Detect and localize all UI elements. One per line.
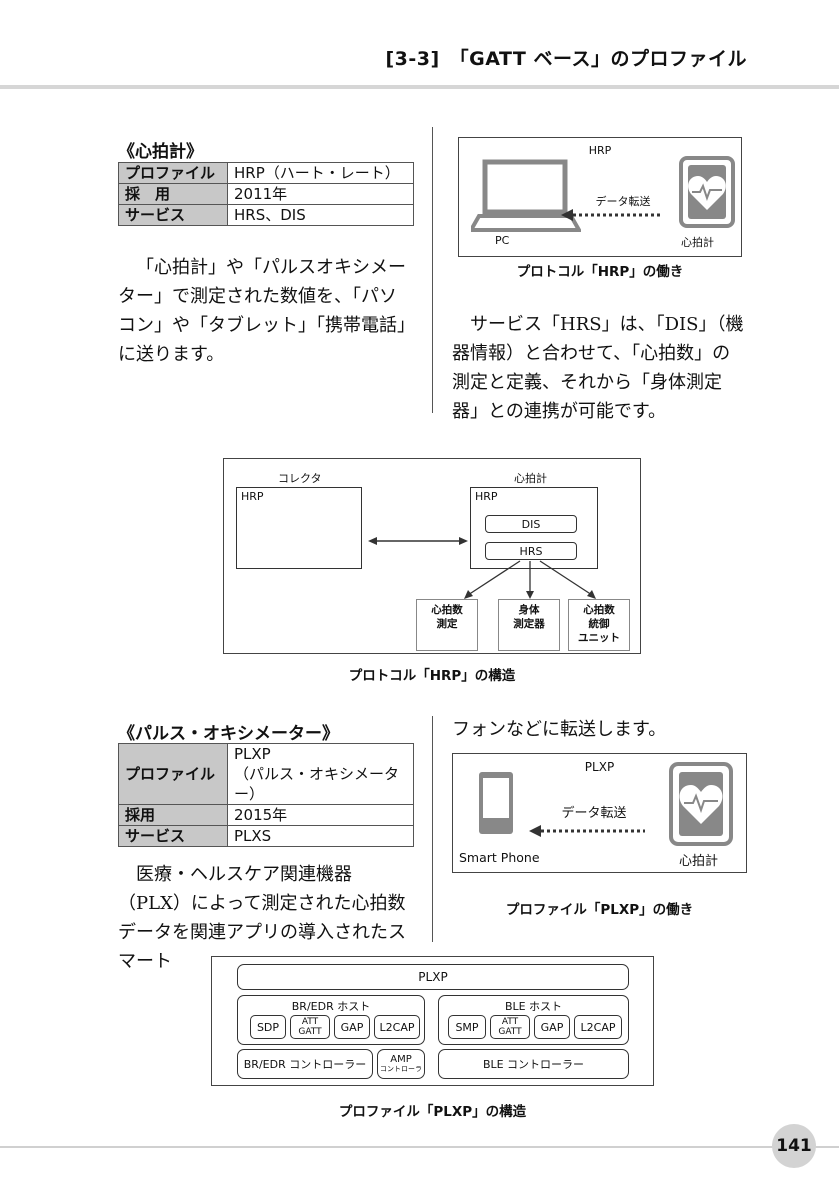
figure-caption: プロファイル「PLXP」の構造 (338, 1104, 527, 1120)
amp-label: AMP (390, 1054, 412, 1065)
laptop-icon (471, 159, 581, 232)
collector-label: コレクタ (278, 472, 322, 485)
branch-arrows (464, 560, 596, 599)
table-key: プロファイル (118, 162, 228, 184)
bredr-controller-box: BR/EDR コントローラー (237, 1049, 373, 1079)
box-label: 心拍数 統御 ユニット (578, 604, 620, 644)
table-row: 採用 2015年 (118, 804, 414, 826)
figure-caption: プロトコル「HRP」の働き (516, 264, 684, 280)
plxp-body-text-left: 医療・ヘルスケア関連機器（PLX）によって測定された心拍数データを関連アプリの導… (118, 864, 406, 972)
hrp-body-text-left: 「心拍計」や「パルスオキシメーター」で測定された数値を、「パソコン」や「タブレッ… (118, 257, 406, 365)
l2cap-box: L2CAP (374, 1015, 420, 1039)
table-key: サービス (118, 825, 228, 847)
heart-monitor-icon (669, 762, 733, 846)
bidirectional-arrow (368, 537, 468, 545)
plxp-section-title: 《パルス・オキシメーター》 (118, 724, 339, 744)
table-row: サービス HRS、DIS (118, 204, 414, 226)
heart-rate-device-box: HRP DIS HRS (470, 487, 598, 569)
gap-box: GAP (534, 1015, 570, 1039)
table-row: サービス PLXS (118, 825, 414, 847)
box-label: 身体 測定器 (513, 604, 545, 630)
dis-service-box: DIS (485, 515, 577, 533)
device-label: 心拍計 (679, 854, 719, 869)
table-row: プロファイル HRP（ハート・レート） (118, 162, 414, 184)
bredr-host-box: BR/EDR ホスト (237, 995, 425, 1045)
heart-monitor-icon (679, 156, 735, 228)
plxp-spec-table: プロファイル PLXP （パルス・オキシメーター） 採用 2015年 サービス … (118, 743, 414, 847)
plxp-operation-figure: PLXP Smart Phone データ転送 心拍計 (452, 753, 747, 873)
plxp-structure-figure: PLXP BR/EDR ホスト SDP ATT GATT GAP L2CAP B… (211, 956, 654, 1086)
att-gatt-box: ATT GATT (490, 1015, 530, 1039)
figure-title: PLXP (584, 760, 615, 774)
ble-controller-box: BLE コントローラー (438, 1049, 629, 1079)
table-row: プロファイル PLXP （パルス・オキシメーター） (118, 743, 414, 805)
table-value: 2015年 (227, 804, 414, 826)
table-row: 採 用 2011年 (118, 183, 414, 205)
table-value: PLXP （パルス・オキシメーター） (227, 743, 414, 805)
ble-host-box: BLE ホスト (438, 995, 629, 1045)
heart-rate-control-box: 心拍数 統御 ユニット (568, 599, 630, 651)
table-key: 採 用 (118, 183, 228, 205)
plxp-layer-box: PLXP (237, 964, 629, 990)
hrp-body-text-right: サービス「HRS」は、「DIS」（機器情報）と合わせて、「心拍数」の測定と定義、… (452, 314, 744, 422)
page-header-title: [3-3] 「GATT ベース」のプロファイル (385, 48, 747, 70)
table-value: 2011年 (227, 183, 414, 205)
plxp-body-text-right: フォンなどに転送します。 (452, 719, 667, 740)
table-value: HRS、DIS (227, 204, 414, 226)
device-label: 心拍計 (681, 236, 714, 249)
table-value: PLXS (227, 825, 414, 847)
collector-box: HRP (236, 487, 362, 569)
table-key: プロファイル (118, 743, 228, 805)
table-value: HRP（ハート・レート） (227, 162, 414, 184)
smartphone-label: Smart Phone (459, 850, 540, 865)
hrp-section-title: 《心拍計》 (118, 142, 203, 162)
heart-rate-device-label: 心拍計 (514, 472, 547, 485)
amp-sub-label: コントローラ (380, 1065, 422, 1073)
footer-rule (0, 1146, 839, 1148)
column-divider (432, 127, 433, 413)
amp-controller-box: AMP コントローラ (377, 1049, 425, 1079)
figure-title: HRP (588, 144, 612, 157)
att-gatt-box: ATT GATT (290, 1015, 330, 1039)
header-rule (0, 85, 839, 89)
l2cap-box: L2CAP (574, 1015, 622, 1039)
dotted-left-arrow (561, 209, 663, 221)
hrp-spec-table: プロファイル HRP（ハート・レート） 採 用 2011年 サービス HRS、D… (118, 162, 414, 226)
arrow-label: データ転送 (595, 195, 651, 208)
sdp-box: SDP (250, 1015, 286, 1039)
figure-caption: プロファイル「PLXP」の働き (505, 902, 694, 918)
host-label: BLE ホスト (504, 1000, 563, 1013)
gap-box: GAP (334, 1015, 370, 1039)
hrs-service-box: HRS (485, 542, 577, 560)
host-label: BR/EDR ホスト (291, 1000, 371, 1013)
hrp-structure-figure: コレクタ 心拍計 HRP HRP DIS HRS 心拍数 測定 身体 測定器 心… (223, 458, 641, 654)
hrp-operation-figure: HRP PC データ転送 心拍計 (458, 137, 742, 257)
column-divider (432, 716, 433, 942)
smartphone-icon (479, 772, 513, 834)
box-label: 心拍数 測定 (431, 604, 463, 630)
table-key: 採用 (118, 804, 228, 826)
pc-label: PC (495, 234, 510, 247)
dotted-left-arrow (529, 825, 645, 837)
arrow-label: データ転送 (561, 806, 627, 821)
hrp-label: HRP (475, 490, 498, 503)
smp-box: SMP (448, 1015, 486, 1039)
figure-caption: プロトコル「HRP」の構造 (348, 668, 516, 684)
table-key: サービス (118, 204, 228, 226)
body-measure-box: 身体 測定器 (498, 599, 560, 651)
hrp-label: HRP (241, 490, 264, 503)
page-number-badge: 141 (772, 1124, 816, 1168)
heart-rate-measure-box: 心拍数 測定 (416, 599, 478, 651)
